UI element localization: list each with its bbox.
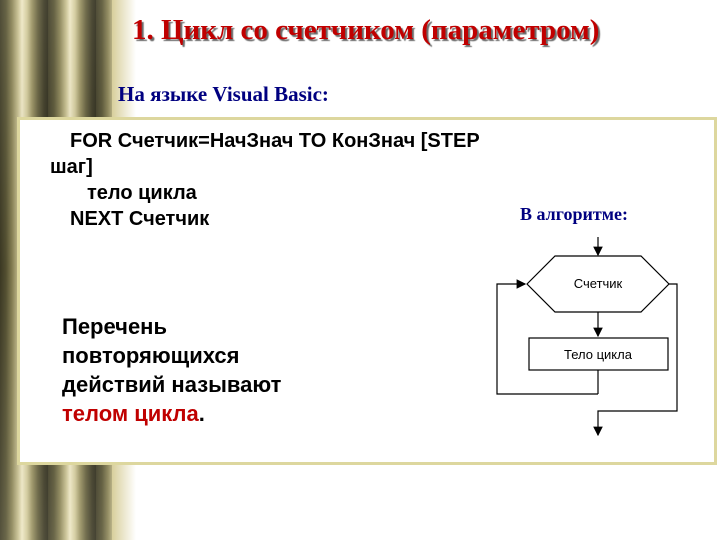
counter-hexagon-label: Счетчик: [574, 276, 623, 291]
loop-body-term: телом цикла: [62, 401, 199, 426]
code-line-body: тело цикла: [87, 182, 197, 204]
slide-title: 1. Цикл со счетчиком (параметром): [132, 14, 600, 46]
loop-body-box: [528, 337, 669, 371]
exit-arrow: [593, 283, 678, 437]
description-line-3: действий называют: [62, 372, 282, 397]
code-line-step: шаг]: [50, 156, 93, 178]
description-period: .: [198, 401, 205, 426]
code-line-for: FOR Счетчик=НачЗнач TO КонЗнач [STEP: [70, 130, 480, 152]
slide-subtitle: На языке Visual Basic:: [118, 82, 329, 106]
description-line-2: повторяющихся: [62, 343, 240, 368]
description-line-4: телом цикла.: [62, 399, 281, 428]
description-text: Перечень повторяющихся действий называют…: [62, 312, 281, 428]
code-block: FOR Счетчик=НачЗнач TO КонЗнач [STEP шаг…: [50, 128, 480, 232]
code-line-next: NEXT Счетчик: [70, 208, 210, 230]
loop-flowchart: Счетчик Тело цикла: [496, 237, 678, 437]
description-line-1: Перечень: [62, 314, 167, 339]
content-panel: FOR Счетчик=НачЗнач TO КонЗнач [STEP шаг…: [17, 117, 717, 465]
loop-body-label: Тело цикла: [564, 347, 633, 362]
algorithm-label: В алгоритме:: [520, 204, 628, 224]
loop-back-arrow: [496, 279, 598, 395]
